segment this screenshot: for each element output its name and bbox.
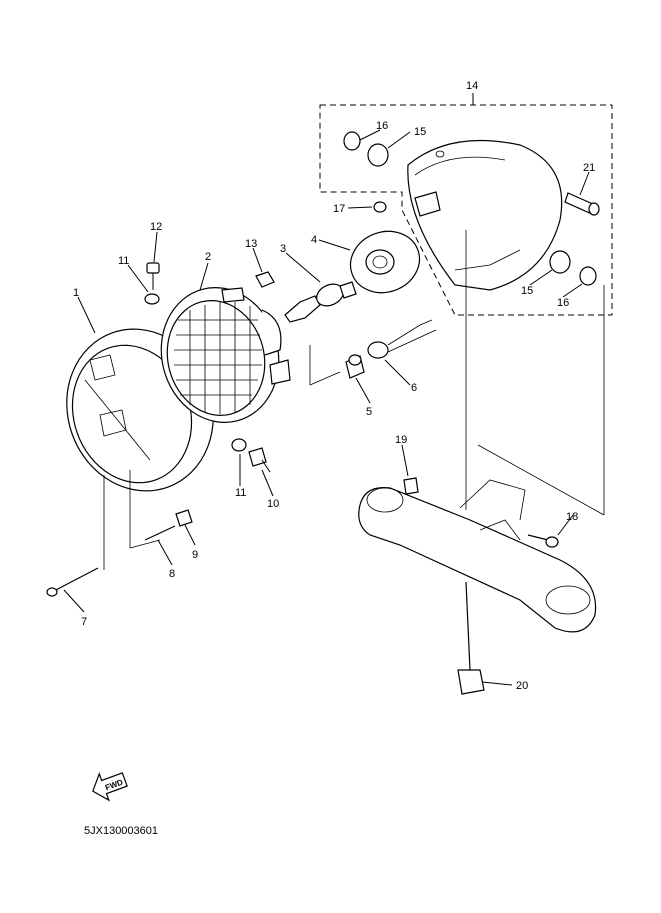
callout-21: 21 bbox=[583, 162, 595, 174]
callout-16-top: 16 bbox=[376, 120, 388, 132]
callout-8: 8 bbox=[169, 568, 175, 580]
washer-11-top bbox=[144, 293, 160, 305]
bolt-19 bbox=[403, 477, 419, 495]
callout-18: 18 bbox=[566, 511, 578, 523]
callout-12: 12 bbox=[150, 221, 162, 233]
callout-1: 1 bbox=[73, 287, 79, 299]
screw-17 bbox=[373, 201, 387, 213]
assembly-14-boundary bbox=[319, 93, 613, 316]
stud-8 bbox=[144, 525, 176, 541]
callout-15-right: 15 bbox=[521, 285, 533, 297]
callout-2: 2 bbox=[205, 251, 211, 263]
callout-16-right: 16 bbox=[557, 297, 569, 309]
leader-lines bbox=[63, 129, 590, 686]
callout-15-top: 15 bbox=[414, 126, 426, 138]
bolt-18 bbox=[527, 534, 559, 548]
nut-13 bbox=[255, 271, 275, 288]
bolt-10 bbox=[248, 447, 271, 473]
bushing-right bbox=[549, 250, 597, 286]
callout-13: 13 bbox=[245, 238, 257, 250]
callout-5: 5 bbox=[366, 406, 372, 418]
position-bulb bbox=[345, 354, 365, 379]
headlight-shell bbox=[407, 139, 563, 291]
under-bracket bbox=[358, 479, 597, 633]
callout-20: 20 bbox=[516, 680, 528, 692]
headlight-unit bbox=[160, 287, 291, 423]
callout-6: 6 bbox=[411, 382, 417, 394]
callout-14: 14 bbox=[466, 80, 478, 92]
headlight-bulb bbox=[284, 281, 357, 323]
collar bbox=[564, 192, 600, 216]
callout-11-top: 11 bbox=[118, 255, 129, 267]
screw-12 bbox=[146, 262, 160, 290]
bulb-socket-cord bbox=[367, 319, 437, 359]
callout-7: 7 bbox=[81, 616, 87, 628]
bulb-cover bbox=[349, 230, 421, 294]
bushing-top bbox=[343, 131, 389, 167]
bolt-7 bbox=[46, 567, 99, 597]
callout-11-bottom: 11 bbox=[235, 487, 246, 499]
callout-19: 19 bbox=[395, 434, 407, 446]
callout-9: 9 bbox=[192, 549, 198, 561]
explode-lines bbox=[103, 230, 605, 570]
fwd-arrow-icon: FWD bbox=[92, 772, 128, 802]
callout-3: 3 bbox=[280, 243, 286, 255]
reference-code: 5JX130003601 bbox=[84, 825, 158, 837]
callout-labels: 1 2 3 4 5 6 7 8 9 10 11 11 12 13 14 15 1… bbox=[73, 80, 595, 692]
callout-4: 4 bbox=[311, 234, 317, 246]
cable-tie-20 bbox=[457, 581, 485, 695]
washer-11-bottom bbox=[231, 438, 247, 452]
callout-17: 17 bbox=[333, 203, 345, 215]
callout-10: 10 bbox=[267, 498, 279, 510]
nut-9 bbox=[175, 509, 193, 527]
